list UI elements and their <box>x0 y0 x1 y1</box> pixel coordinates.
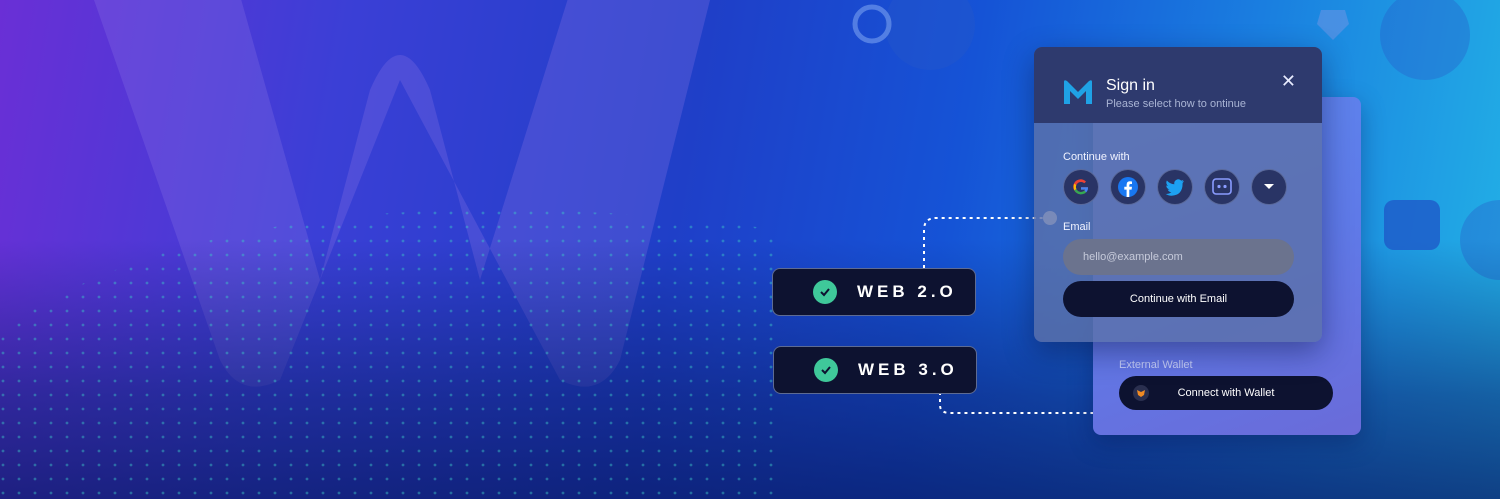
twitter-login-button[interactable] <box>1157 169 1193 205</box>
modal-title: Sign in <box>1106 77 1155 94</box>
google-login-button[interactable] <box>1063 169 1099 205</box>
modal-header: Sign in Please select how to ontinue ✕ <box>1034 47 1322 123</box>
facebook-login-button[interactable] <box>1110 169 1146 205</box>
twitter-icon <box>1165 179 1184 196</box>
connect-wallet-button[interactable]: Connect with Wallet <box>1119 376 1333 410</box>
continue-with-label: Continue with <box>1063 151 1130 163</box>
social-login-row <box>1063 169 1287 205</box>
close-icon[interactable]: ✕ <box>1280 71 1296 91</box>
external-wallet-label: External Wallet <box>1119 359 1193 371</box>
continue-with-email-button[interactable]: Continue with Email <box>1063 281 1294 317</box>
magic-logo-icon <box>1064 80 1092 104</box>
chip-label: WEB 3.O <box>858 360 958 379</box>
connect-wallet-label: Connect with Wallet <box>1177 387 1275 399</box>
discord-icon <box>1212 178 1232 195</box>
check-icon <box>813 280 837 304</box>
web3-chip: WEB 3.O <box>773 346 977 394</box>
discord-login-button[interactable] <box>1204 169 1240 205</box>
sign-in-modal: Sign in Please select how to ontinue ✕ C… <box>1034 47 1322 342</box>
email-input[interactable] <box>1063 239 1294 275</box>
modal-subtitle: Please select how to ontinue <box>1106 98 1247 110</box>
email-label: Email <box>1063 221 1091 233</box>
metamask-fox-icon <box>1133 385 1149 401</box>
google-icon <box>1073 179 1089 195</box>
check-icon <box>814 358 838 382</box>
web2-chip: WEB 2.O <box>772 268 976 316</box>
facebook-icon <box>1118 177 1138 197</box>
chip-label: WEB 2.O <box>857 282 957 301</box>
chevron-down-icon <box>1264 184 1274 189</box>
more-options-button[interactable] <box>1251 169 1287 205</box>
